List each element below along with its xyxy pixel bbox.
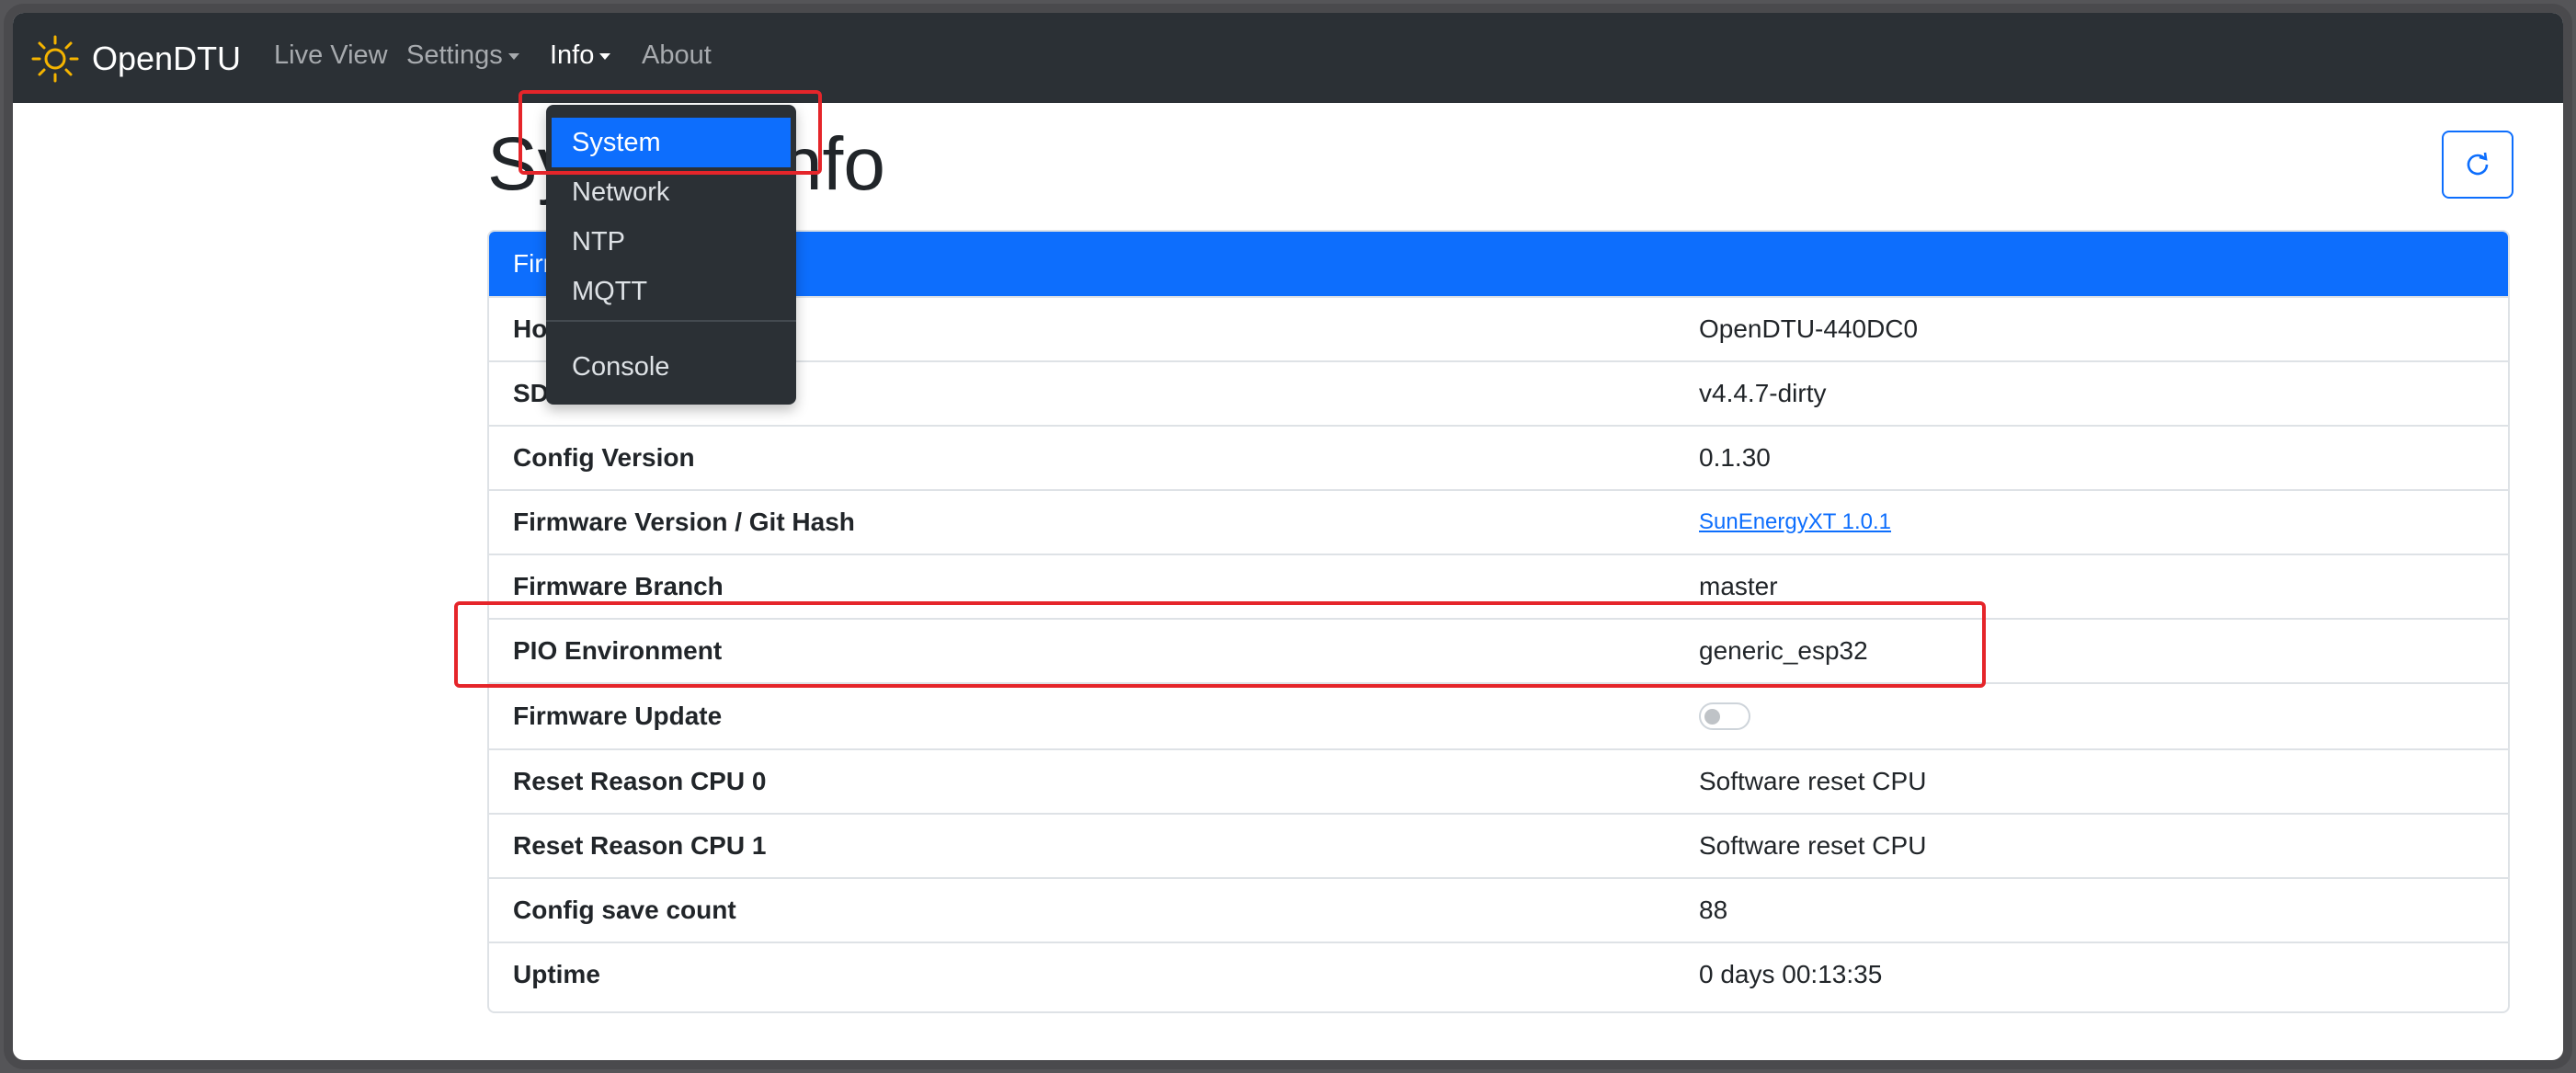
row-value: generic_esp32 [1699,636,1868,665]
firmware-version-link[interactable]: SunEnergyXT 1.0.1 [1699,509,1892,534]
row-value: OpenDTU-440DC0 [1699,314,1919,343]
row-value: v4.4.7-dirty [1699,379,1827,407]
brand[interactable]: OpenDTU [31,35,241,83]
card-header: Firmware Information [489,232,2508,296]
info-row: Firmware Branch master [489,554,2508,618]
row-value: 0 days 00:13:35 [1699,960,1883,988]
row-key: PIO Environment [513,636,723,665]
row-key: Config Version [513,443,695,472]
menu-item-network[interactable]: Network [572,177,670,207]
toggle-knob [1704,709,1720,725]
info-row: Reset Reason CPU 1 Software reset CPU [489,813,2508,877]
row-key: Firmware Branch [513,572,724,600]
brand-name: OpenDTU [92,40,242,77]
info-row: PIO Environment generic_esp32 [489,618,2508,682]
row-key: Uptime [513,960,600,988]
sun-icon [31,35,79,83]
info-dropdown-menu: System Network NTP MQTT Console [546,105,796,405]
row-value: Software reset CPU [1699,831,1927,860]
firmware-update-toggle[interactable] [1699,702,1750,730]
navbar: OpenDTU Live View Settings Info About [13,13,2563,103]
app-window: OpenDTU Live View Settings Info About Sy… [4,4,2572,1069]
refresh-button[interactable] [2442,131,2513,199]
caret-down-icon [599,52,611,60]
info-row: Config Version 0.1.30 [489,425,2508,489]
nav-settings-label: Settings [406,40,503,70]
row-key: Reset Reason CPU 0 [513,767,767,795]
info-row: Config save count 88 [489,877,2508,942]
row-key: Config save count [513,896,736,924]
row-value: Software reset CPU [1699,767,1927,795]
menu-item-console[interactable]: Console [572,352,670,382]
nav-live-view[interactable]: Live View [274,40,388,70]
info-row: Firmware Update [489,682,2508,748]
menu-item-mqtt[interactable]: MQTT [572,277,648,306]
menu-item-ntp[interactable]: NTP [572,227,625,257]
nav-info-label: Info [550,40,595,70]
caret-down-icon [507,52,519,60]
row-value: 88 [1699,896,1728,924]
menu-divider [546,320,796,322]
nav-info[interactable]: Info [550,40,611,71]
row-key: Firmware Update [513,702,723,730]
firmware-info-card: Firmware Information HostnameOpenDTU-440… [487,230,2510,1013]
refresh-icon [2467,152,2489,176]
info-row: Reset Reason CPU 0 Software reset CPU [489,748,2508,813]
row-value: master [1699,572,1778,600]
nav-about[interactable]: About [642,40,712,70]
row-key: Reset Reason CPU 1 [513,831,767,860]
row-key: Firmware Version / Git Hash [513,508,855,536]
info-row: Uptime 0 days 00:13:35 [489,942,2508,1006]
nav-settings[interactable]: Settings [406,40,519,71]
info-row: Firmware Version / Git Hash SunEnergyXT 1… [489,489,2508,554]
menu-item-system[interactable]: System [552,118,791,167]
row-value: 0.1.30 [1699,443,1771,472]
